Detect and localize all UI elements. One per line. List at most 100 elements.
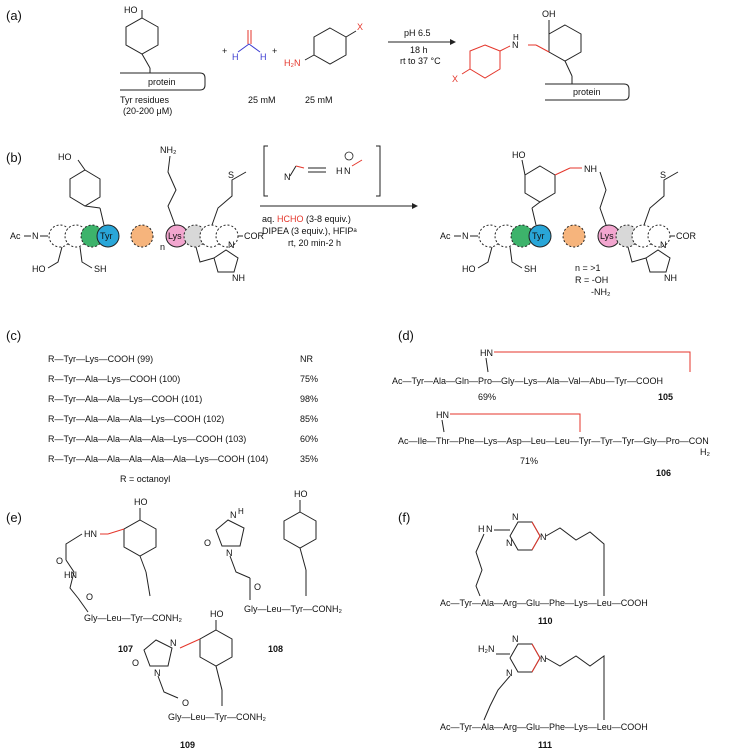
met-s-right: S — [660, 170, 666, 180]
panel-label-a: (a) — [6, 8, 22, 23]
amide-n-left: N — [32, 231, 39, 241]
nh-108: N — [230, 510, 237, 520]
table-row-yield: 60% — [300, 434, 318, 444]
compound-id-105: 105 — [658, 392, 673, 402]
yield-106: 71% — [520, 456, 538, 466]
lys-residue-label-left: Lys — [168, 231, 182, 241]
table-row-seq: R—Tyr—Ala—Ala—Ala—Ala—Lys—COOH (103) — [48, 434, 246, 444]
peptide-yield-table: R—Tyr—Lys—COOH (99) NR R—Tyr—Ala—Lys—COO… — [48, 354, 318, 464]
table-row-seq: R—Tyr—Ala—Ala—Ala—Ala—Ala—Lys—COOH (104) — [48, 454, 268, 464]
acetyl-label-right: Ac — [440, 231, 451, 241]
structure-108: HO N H O N O Gly—Leu—Tyr—CONH₂ 108 — [204, 489, 343, 654]
compound-id-107: 107 — [118, 644, 133, 654]
panel-label-f: (f) — [398, 510, 410, 525]
sequence-106-h2: H₂ — [700, 447, 710, 457]
table-row-yield: NR — [300, 354, 313, 364]
nh-n-110: N — [486, 524, 493, 534]
product-nh-h-label: H — [513, 33, 519, 42]
lys-nh2-left: NH₂ — [160, 145, 177, 155]
reaction-arrow-b — [260, 203, 418, 209]
table-row-yield: 85% — [300, 414, 318, 424]
o-carbonyl-107: O — [86, 592, 93, 602]
sequence-105: Ac—Tyr—Ala—Gln—Pro—Gly—Lys—Ala—Val—Abu—T… — [392, 376, 663, 386]
peptide-product-b: Ac N Tyr Lys COR HO NH S HO SH — [440, 150, 697, 283]
n-top-110: N — [512, 512, 519, 522]
ser-ho-left: HO — [32, 264, 46, 274]
condition-time: 18 h — [410, 45, 428, 55]
cys-sh-right: SH — [524, 264, 537, 274]
iminium-h-label: H — [336, 166, 343, 176]
compound-id-108: 108 — [268, 644, 283, 654]
n-top-111: N — [512, 634, 519, 644]
aniline-x-label: X — [357, 22, 363, 32]
tyr-residue-label-right: Tyr — [532, 231, 545, 241]
sequence-106: Ac—Ile—Thr—Phe—Lys—Asp—Leu—Leu—Tyr—Tyr—T… — [398, 436, 709, 446]
compound-id-106: 106 — [656, 468, 671, 478]
aniline-h2n-label: H₂N — [284, 58, 301, 68]
his-n-left: N — [228, 240, 235, 250]
table-row-seq: R—Tyr—Ala—Lys—COOH (100) — [48, 374, 180, 384]
structure-107: HO HN O HN O Gly—Leu—Tyr—CONH₂ 107 — [56, 497, 183, 654]
formaldehyde-h-left: H — [232, 52, 239, 62]
n-ring-108: N — [226, 548, 233, 558]
hn-label-105: HN — [480, 348, 493, 358]
structure-109: HO N O N O Gly—Leu—Tyr—CONH₂ 109 — [132, 609, 267, 750]
formaldehyde-structure: H H — [232, 30, 267, 62]
sequence-108: Gly—Leu—Tyr—CONH₂ — [244, 604, 343, 614]
n-upper-109: N — [170, 638, 177, 648]
formaldehyde-concentration: 25 mM — [248, 95, 276, 105]
r-definition-oh: R = -OH — [575, 275, 608, 285]
nh-h-110: H — [478, 524, 485, 534]
tyr-concentration-label: (20-200 μM) — [123, 106, 172, 116]
sequence-110: Ac—Tyr—Ala—Arg—Glu—Phe—Lys—Leu—COOH — [440, 598, 648, 608]
o-107: O — [56, 556, 63, 566]
crosslink-nh-label: NH — [584, 164, 597, 174]
panel-label-e: (e) — [6, 510, 22, 525]
protein-label-left: protein — [148, 77, 176, 87]
tyr-phenol-structure: HO — [124, 5, 159, 73]
table-row-yield: 35% — [300, 454, 318, 464]
o-ring-108: O — [204, 538, 211, 548]
o-carbonyl-108: O — [254, 582, 261, 592]
product-nh-label: N — [512, 40, 519, 50]
condition-temp: rt to 37 °C — [400, 56, 441, 66]
table-row-yield: 98% — [300, 394, 318, 404]
tyr-ho-left: HO — [58, 152, 72, 162]
lys-residue-label-right: Lys — [600, 231, 614, 241]
iminium-n-label: N — [344, 166, 351, 176]
sequence-109: Gly—Leu—Tyr—CONH₂ — [168, 712, 267, 722]
compound-id-109: 109 — [180, 740, 195, 750]
r-definition-nh2: -NH₂ — [591, 287, 611, 297]
table-row-seq: R—Tyr—Ala—Ala—Ala—Lys—COOH (102) — [48, 414, 224, 424]
tyr-residues-label: Tyr residues — [120, 95, 170, 105]
sequence-107: Gly—Leu—Tyr—CONH₂ — [84, 613, 183, 623]
r-octanoyl-note: R = octanoyl — [120, 474, 170, 484]
yield-105: 69% — [478, 392, 496, 402]
table-row-seq: R—Tyr—Lys—COOH (99) — [48, 354, 153, 364]
plus-sign-2: + — [272, 46, 277, 56]
n-left-110: N — [506, 538, 513, 548]
tyr-ho-right: HO — [512, 150, 526, 160]
ho-107: HO — [134, 497, 148, 507]
product-oh-label: OH — [542, 9, 556, 19]
reaction-arrow-a — [388, 39, 456, 45]
amide-n-right: N — [462, 231, 469, 241]
hn-label-106: HN — [436, 410, 449, 420]
met-s-left: S — [228, 170, 234, 180]
compound-id-110: 110 — [538, 616, 553, 626]
o-carbonyl-109: O — [182, 698, 189, 708]
n-definition: n = >1 — [575, 263, 601, 273]
panel-label-c: (c) — [6, 328, 21, 343]
n-right-111: N — [540, 654, 547, 664]
tyr-residue-label-left: Tyr — [100, 231, 113, 241]
repeat-n-left: n — [160, 242, 165, 252]
condition-base: DIPEA (3 equiv.), HFIPᵃ — [262, 226, 357, 236]
nh-h-108: H — [238, 507, 244, 516]
peptide-106: HN Ac—Ile—Thr—Phe—Lys—Asp—Leu—Leu—Tyr—Ty… — [398, 410, 710, 478]
structure-111: H₂N N N N Ac—Tyr—Ala—Arg—Glu—Phe—Lys—Leu… — [440, 634, 648, 750]
table-row-yield: 75% — [300, 374, 318, 384]
n-right-110: N — [540, 532, 547, 542]
panel-label-d: (d) — [398, 328, 414, 343]
condition-time-b: rt, 20 min-2 h — [288, 238, 341, 248]
